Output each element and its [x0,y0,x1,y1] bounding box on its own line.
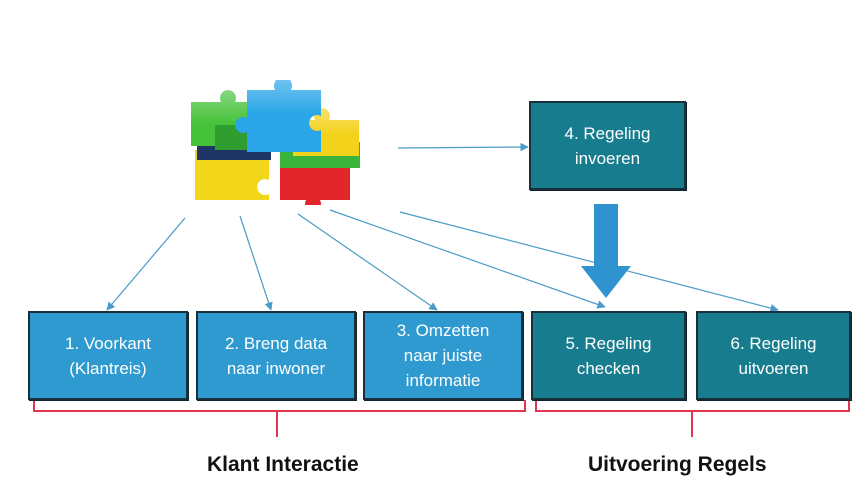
box-regeling-checken: 5. Regeling checken [531,311,686,400]
box-breng-data: 2. Breng data naar inwoner [196,311,356,400]
caption-uitvoering-regels: Uitvoering Regels [588,453,767,476]
brace-klant-interactie [33,400,526,437]
arrow-to-box-2 [239,215,273,311]
big-down-arrow [581,204,631,298]
arrow-to-box-5 [329,209,606,309]
arrow-to-box-6 [399,211,779,313]
box-2-label: 2. Breng data naar inwoner [224,333,328,378]
caption-klant-interactie: Klant Interactie [207,453,359,476]
box-4-label: 4. Regeling invoeren [564,123,651,168]
box-regeling-uitvoeren: 6. Regeling uitvoeren [696,311,851,400]
box-5-label: 5. Regeling checken [565,333,652,378]
brace-uitvoering-regels [535,400,850,437]
arrow-to-box-1 [106,217,186,311]
box-6-label: 6. Regeling uitvoeren [730,333,817,378]
box-omzetten: 3. Omzetten naar juiste informatie [363,311,523,400]
puzzle-pieces-image [191,80,360,205]
box-3-label: 3. Omzetten naar juiste informatie [396,321,490,390]
box-1-label: 1. Voorkant (Klantreis) [64,333,151,378]
box-voorkant: 1. Voorkant (Klantreis) [28,311,188,400]
box-regeling-invoeren: 4. Regeling invoeren [529,101,686,190]
arrow-to-box-4 [397,142,529,152]
arrow-to-box-3 [297,213,438,311]
